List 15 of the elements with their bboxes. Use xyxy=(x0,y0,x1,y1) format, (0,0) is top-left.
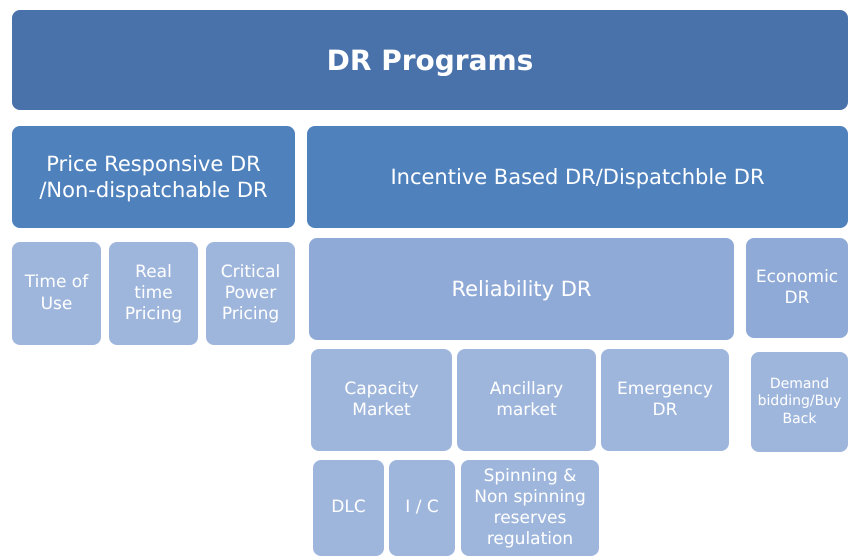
program-box: Spinning & Non spinning reserves regulation xyxy=(461,460,599,556)
program-box: Ancillary market xyxy=(457,349,596,451)
program-box: Emergency DR xyxy=(601,349,729,451)
category-box: Reliability DR xyxy=(309,238,734,340)
category-box: Incentive Based DR/Dispatchble DR xyxy=(307,126,848,228)
program-box: Time of Use xyxy=(12,242,101,345)
program-box: DLC xyxy=(313,460,384,556)
category-box: Price Responsive DR /Non-dispatchable DR xyxy=(12,126,295,228)
header-box: DR Programs xyxy=(12,10,848,110)
program-box: I / C xyxy=(389,460,455,556)
category-box: Economic DR xyxy=(746,238,848,338)
program-box: Capacity Market xyxy=(311,349,452,451)
program-box: Critical Power Pricing xyxy=(206,242,295,345)
program-box: Real time Pricing xyxy=(109,242,198,345)
program-box: Demand bidding/Buy Back xyxy=(751,352,848,452)
